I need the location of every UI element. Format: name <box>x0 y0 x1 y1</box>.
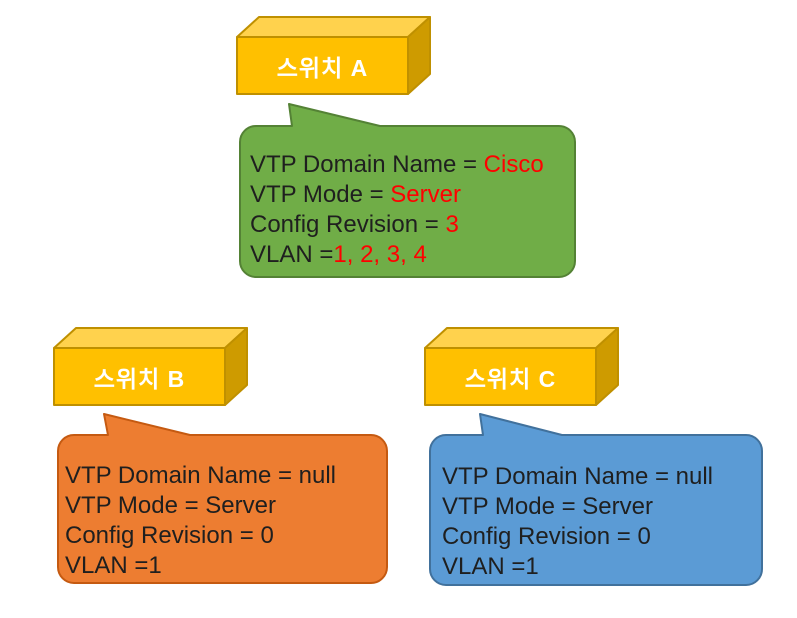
vtp-mode-line: VTP Mode = Server <box>442 492 754 522</box>
cube-front-face <box>53 347 226 406</box>
callout-a-text: VTP Domain Name = Cisco VTP Mode = Serve… <box>250 126 565 285</box>
line-value: 3 <box>445 210 459 238</box>
callout-switch-a: VTP Domain Name = Cisco VTP Mode = Serve… <box>238 102 577 279</box>
config-revision-line: Config Revision = 0 <box>65 521 380 551</box>
line-label: VTP Domain Name = <box>442 463 676 490</box>
vlan-line: VLAN =1, 2, 3, 4 <box>250 240 565 270</box>
cube-front-face <box>424 347 597 406</box>
cube-shape <box>53 327 248 406</box>
vtp-domain-line: VTP Domain Name = null <box>442 462 754 492</box>
line-value: Server <box>205 492 276 519</box>
line-value: null <box>675 463 714 490</box>
line-label: VTP Domain Name = <box>250 150 484 178</box>
speech-bubble-shape <box>57 413 388 584</box>
vtp-mode-line: VTP Mode = Server <box>250 180 565 210</box>
vtp-domain-line: VTP Domain Name = null <box>65 461 380 491</box>
line-value: 0 <box>637 523 651 550</box>
line-label: VTP Domain Name = <box>65 462 299 489</box>
line-label: Config Revision = <box>65 522 261 549</box>
vlan-line: VLAN =1 <box>442 552 754 582</box>
switch-c: 스위치 C <box>424 327 620 407</box>
switch-c-label: 스위치 C <box>464 365 557 392</box>
speech-bubble-path <box>57 413 388 584</box>
line-label: VTP Mode = <box>250 180 391 208</box>
line-value: 1, 2, 3, 4 <box>333 240 427 268</box>
cube-front-face <box>236 36 409 95</box>
line-value: Cisco <box>483 150 544 178</box>
line-value: Server <box>582 493 653 520</box>
config-revision-line: Config Revision = 3 <box>250 210 565 240</box>
line-label: Config Revision = <box>442 523 638 550</box>
callout-switch-b: VTP Domain Name = null VTP Mode = Server… <box>56 412 389 585</box>
speech-bubble-shape <box>239 103 576 278</box>
cube-shape <box>424 327 619 406</box>
switch-a-label: 스위치 A <box>276 54 369 81</box>
callout-b-text: VTP Domain Name = null VTP Mode = Server… <box>65 435 380 595</box>
line-label: Config Revision = <box>250 210 446 238</box>
cube-shape <box>236 16 431 95</box>
vtp-mode-line: VTP Mode = Server <box>65 491 380 521</box>
line-value: 1 <box>148 552 162 579</box>
speech-bubble-path <box>239 103 576 278</box>
config-revision-line: Config Revision = 0 <box>442 522 754 552</box>
line-value: 0 <box>260 522 274 549</box>
callout-c-text: VTP Domain Name = null VTP Mode = Server… <box>442 435 754 597</box>
speech-bubble-path <box>429 413 763 586</box>
cube-top-face <box>424 327 619 349</box>
vtp-domain-line: VTP Domain Name = Cisco <box>250 150 565 180</box>
switch-b: 스위치 B <box>53 327 249 407</box>
line-value: Server <box>390 180 461 208</box>
switch-a: 스위치 A <box>236 16 432 96</box>
line-label: VLAN = <box>250 240 334 268</box>
speech-bubble-shape <box>429 413 763 586</box>
line-label: VTP Mode = <box>442 493 583 520</box>
vlan-line: VLAN =1 <box>65 551 380 581</box>
line-label: VLAN = <box>65 552 149 579</box>
line-value: 1 <box>525 553 539 580</box>
line-value: null <box>298 462 337 489</box>
cube-top-face <box>53 327 248 349</box>
switch-b-label: 스위치 B <box>93 365 186 392</box>
callout-switch-c: VTP Domain Name = null VTP Mode = Server… <box>428 412 764 587</box>
cube-top-face <box>236 16 431 38</box>
line-label: VTP Mode = <box>65 492 206 519</box>
line-label: VLAN = <box>442 553 526 580</box>
